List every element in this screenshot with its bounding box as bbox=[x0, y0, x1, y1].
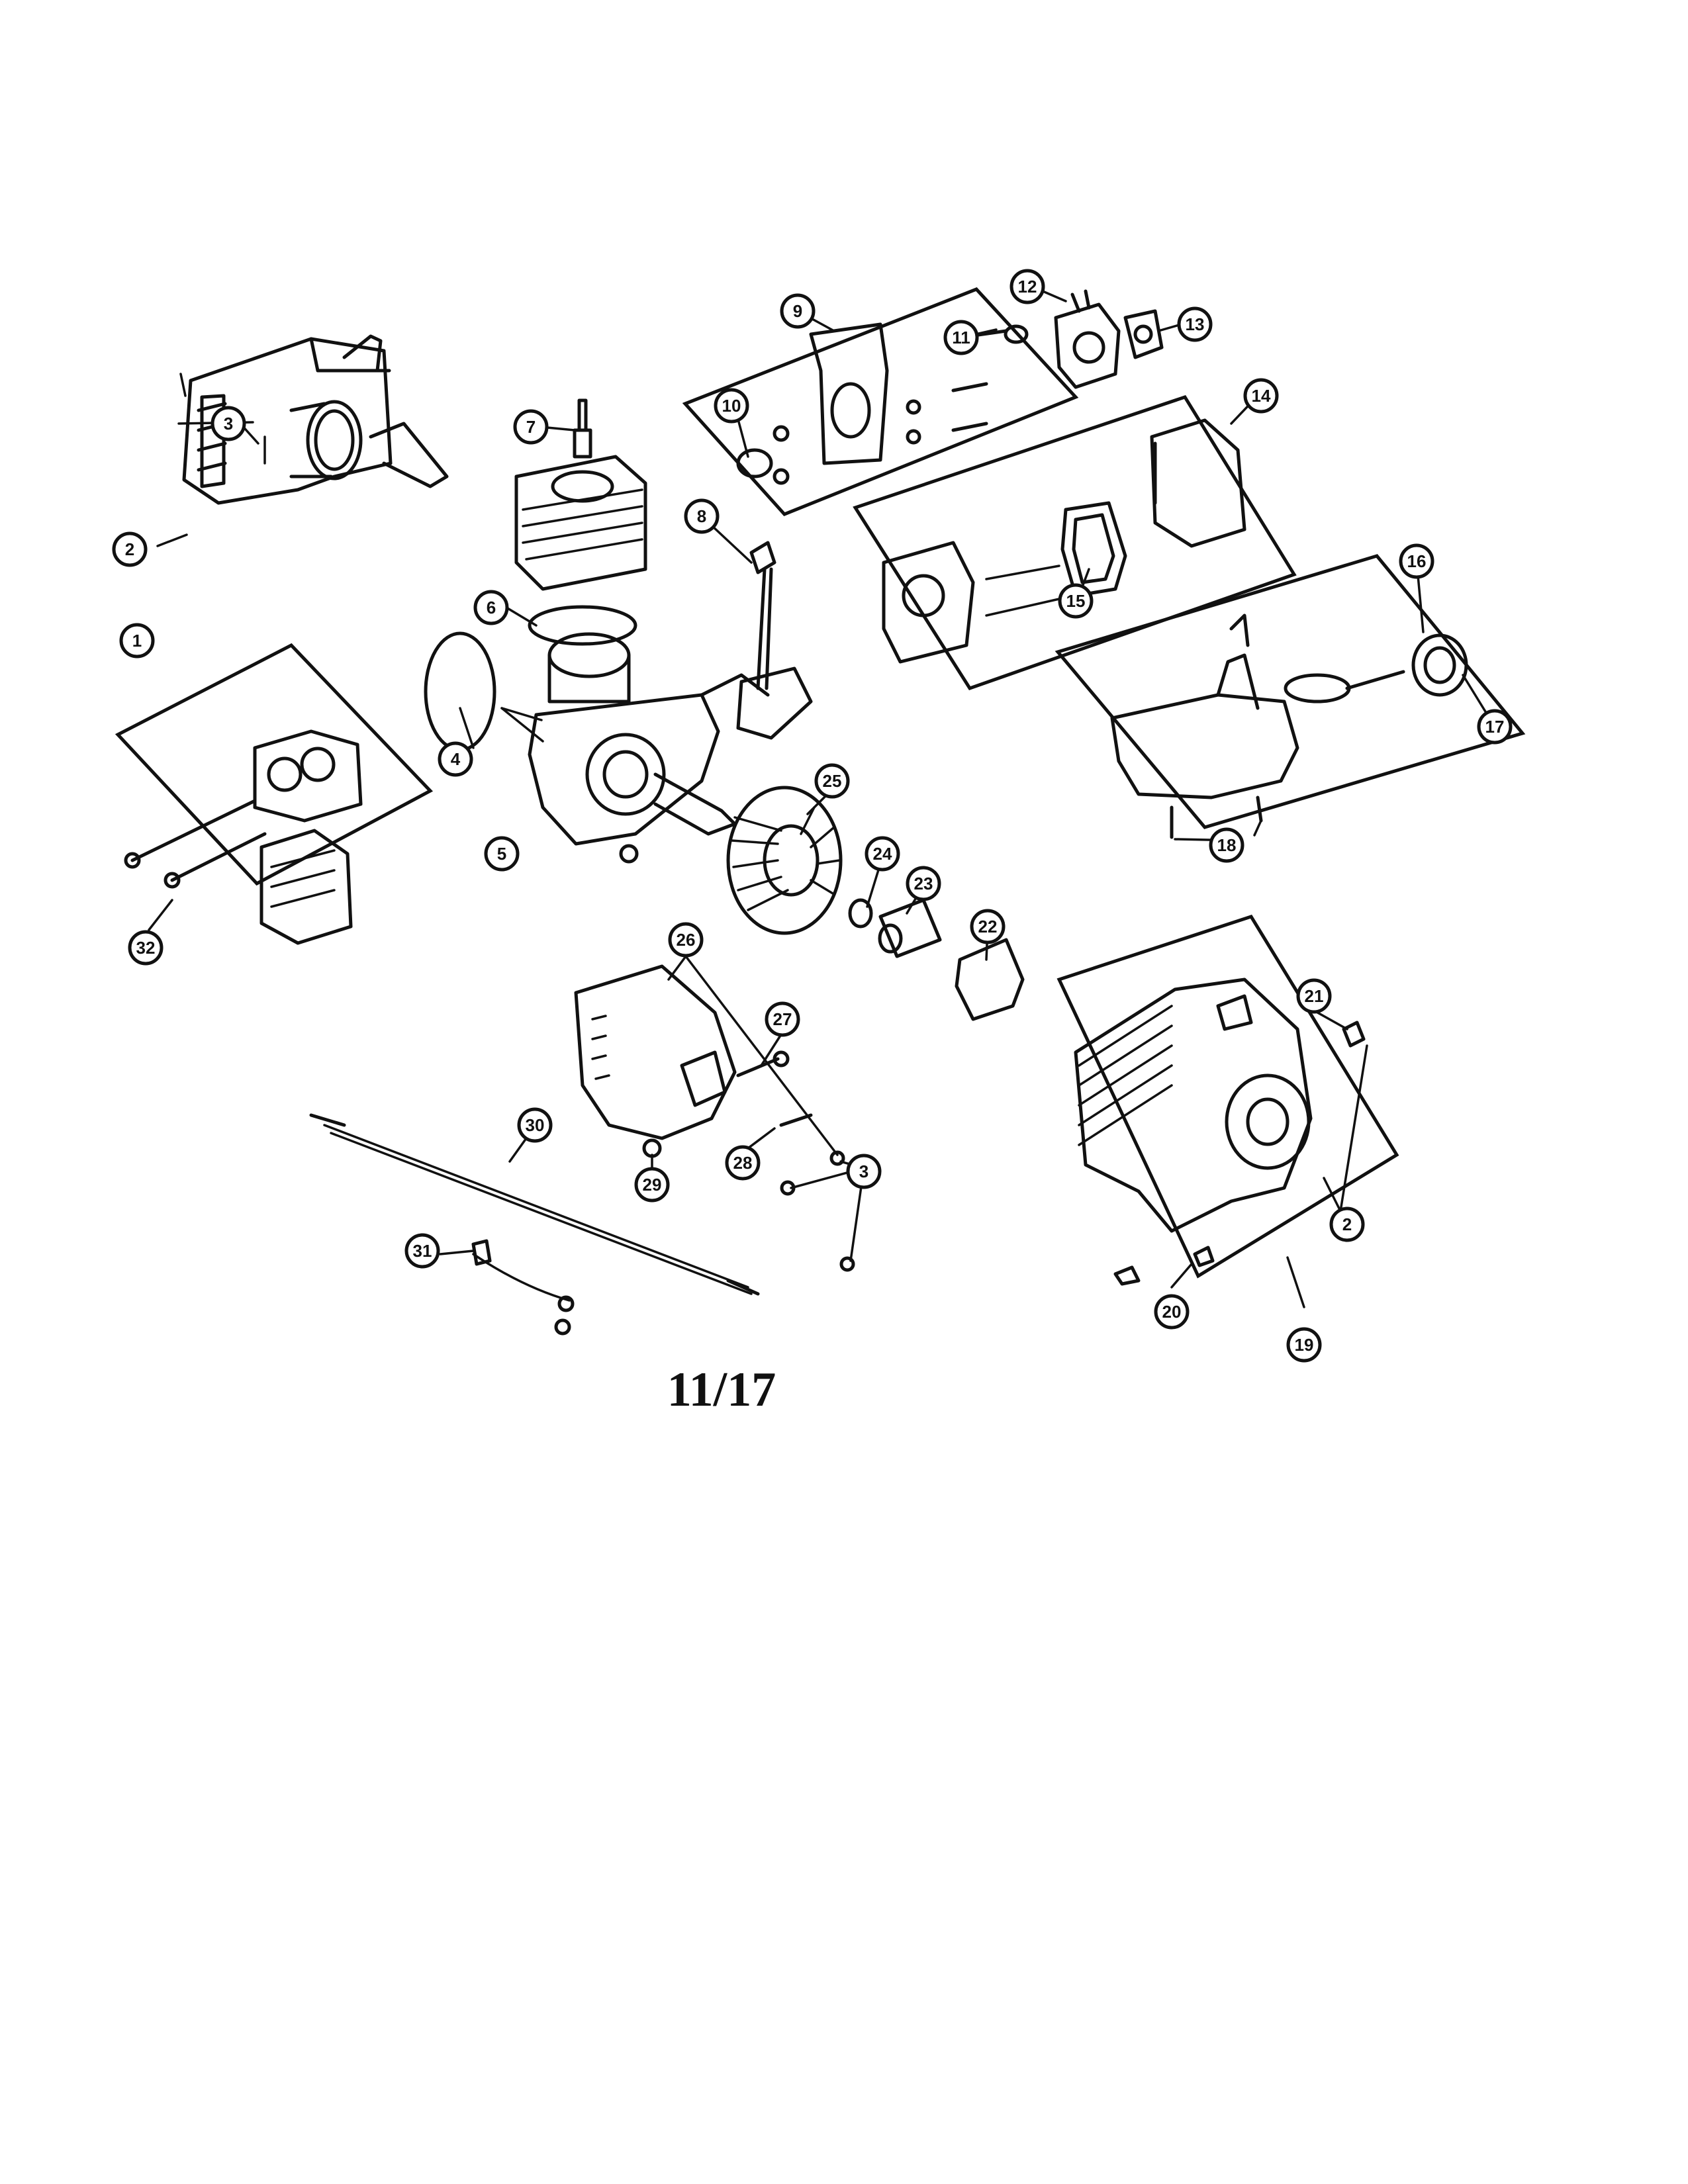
callout-3-fan-housing: 3 bbox=[846, 1154, 882, 1189]
callout-4: 4 bbox=[438, 741, 473, 777]
callout-11: 11 bbox=[943, 320, 979, 355]
callout-21: 21 bbox=[1296, 978, 1332, 1014]
callout-26: 26 bbox=[668, 922, 704, 958]
throttle-cable-part bbox=[309, 1113, 760, 1296]
sleeve-part bbox=[878, 898, 942, 958]
callout-28: 28 bbox=[725, 1145, 761, 1181]
cylinder-part bbox=[514, 455, 647, 591]
callout-25: 25 bbox=[814, 763, 850, 799]
svg-text:12: 12 bbox=[1018, 277, 1037, 296]
air-filter-housing-part bbox=[882, 418, 1246, 664]
svg-text:15: 15 bbox=[1066, 591, 1086, 611]
callout-12: 12 bbox=[1009, 269, 1045, 304]
callout-8: 8 bbox=[684, 498, 720, 534]
ground-wire-part bbox=[471, 1239, 575, 1336]
svg-text:3: 3 bbox=[859, 1161, 868, 1181]
svg-text:10: 10 bbox=[722, 396, 741, 416]
clutch-adapter-part bbox=[955, 938, 1025, 1021]
callout-3: 3 bbox=[211, 406, 246, 441]
svg-text:7: 7 bbox=[526, 417, 536, 437]
svg-text:26: 26 bbox=[677, 930, 696, 950]
svg-text:4: 4 bbox=[451, 749, 461, 769]
callout-18: 18 bbox=[1209, 827, 1244, 863]
callout-7: 7 bbox=[513, 409, 549, 445]
callout-20: 20 bbox=[1154, 1294, 1190, 1330]
engine-housing-part bbox=[1074, 978, 1366, 1286]
callout-14: 14 bbox=[1243, 378, 1279, 414]
washer-part bbox=[848, 898, 873, 929]
svg-text:30: 30 bbox=[526, 1115, 545, 1135]
callout-2-housing: 2 bbox=[1329, 1206, 1365, 1242]
svg-text:3: 3 bbox=[224, 414, 233, 433]
svg-text:8: 8 bbox=[697, 506, 706, 526]
svg-text:14: 14 bbox=[1252, 386, 1271, 406]
callout-23: 23 bbox=[906, 866, 941, 901]
leader-lines bbox=[148, 283, 1496, 1308]
svg-text:29: 29 bbox=[643, 1175, 662, 1195]
callout-30: 30 bbox=[517, 1107, 553, 1143]
svg-text:2: 2 bbox=[1342, 1214, 1352, 1234]
svg-text:23: 23 bbox=[914, 874, 933, 893]
svg-text:9: 9 bbox=[793, 301, 802, 321]
fuel-line-part bbox=[736, 541, 813, 740]
svg-text:22: 22 bbox=[978, 917, 998, 936]
carburetor-gasket-part bbox=[1123, 309, 1164, 359]
svg-text:32: 32 bbox=[136, 938, 156, 958]
callout-10: 10 bbox=[714, 388, 749, 424]
svg-text:16: 16 bbox=[1407, 551, 1427, 571]
crankcase-part bbox=[528, 632, 770, 864]
svg-text:24: 24 bbox=[873, 844, 892, 864]
page-number: 11/17 bbox=[667, 1363, 776, 1417]
callout-32: 32 bbox=[128, 930, 164, 966]
callout-17: 17 bbox=[1477, 709, 1513, 745]
svg-text:1: 1 bbox=[132, 631, 142, 651]
svg-text:11: 11 bbox=[952, 328, 970, 347]
svg-text:17: 17 bbox=[1485, 717, 1505, 737]
callout-19: 19 bbox=[1286, 1327, 1322, 1363]
muffler-part bbox=[124, 729, 363, 945]
panel-air-filter-group bbox=[853, 394, 1297, 691]
flywheel-part bbox=[726, 786, 843, 935]
fuel-tank-part bbox=[1110, 614, 1468, 839]
callout-9: 9 bbox=[780, 293, 816, 329]
svg-text:31: 31 bbox=[413, 1241, 432, 1261]
panel-muffler-group bbox=[115, 643, 434, 886]
carburetor-part bbox=[1054, 289, 1121, 389]
svg-text:20: 20 bbox=[1162, 1302, 1182, 1322]
callout-13: 13 bbox=[1177, 306, 1213, 342]
svg-text:21: 21 bbox=[1305, 986, 1324, 1006]
callout-29: 29 bbox=[634, 1167, 670, 1203]
svg-text:6: 6 bbox=[487, 598, 496, 617]
gasket-o-ring-part bbox=[424, 605, 637, 752]
callout-22: 22 bbox=[970, 909, 1006, 944]
fan-housing-part bbox=[574, 964, 855, 1272]
callout-24: 24 bbox=[865, 836, 900, 872]
callout-27: 27 bbox=[765, 1001, 800, 1037]
spark-plug-part bbox=[573, 398, 592, 459]
svg-text:19: 19 bbox=[1295, 1335, 1314, 1355]
svg-text:27: 27 bbox=[773, 1009, 792, 1029]
callout-15: 15 bbox=[1058, 583, 1094, 619]
svg-text:18: 18 bbox=[1217, 835, 1237, 855]
callout-6: 6 bbox=[473, 590, 509, 625]
callout-5: 5 bbox=[484, 836, 520, 872]
panel-fuel-tank-group bbox=[1055, 554, 1526, 829]
cylinder-shroud-part bbox=[182, 334, 449, 505]
svg-text:13: 13 bbox=[1186, 314, 1205, 334]
callout-2: 2 bbox=[112, 531, 148, 567]
intake-bracket-part bbox=[736, 322, 1029, 485]
svg-text:25: 25 bbox=[823, 771, 842, 791]
callout-16: 16 bbox=[1399, 543, 1434, 579]
svg-text:2: 2 bbox=[125, 539, 134, 559]
svg-text:28: 28 bbox=[733, 1153, 753, 1173]
callout-31: 31 bbox=[404, 1233, 440, 1269]
panel-engine-housing-group bbox=[1056, 915, 1399, 1279]
svg-text:5: 5 bbox=[497, 844, 506, 864]
callout-1: 1 bbox=[119, 623, 155, 659]
